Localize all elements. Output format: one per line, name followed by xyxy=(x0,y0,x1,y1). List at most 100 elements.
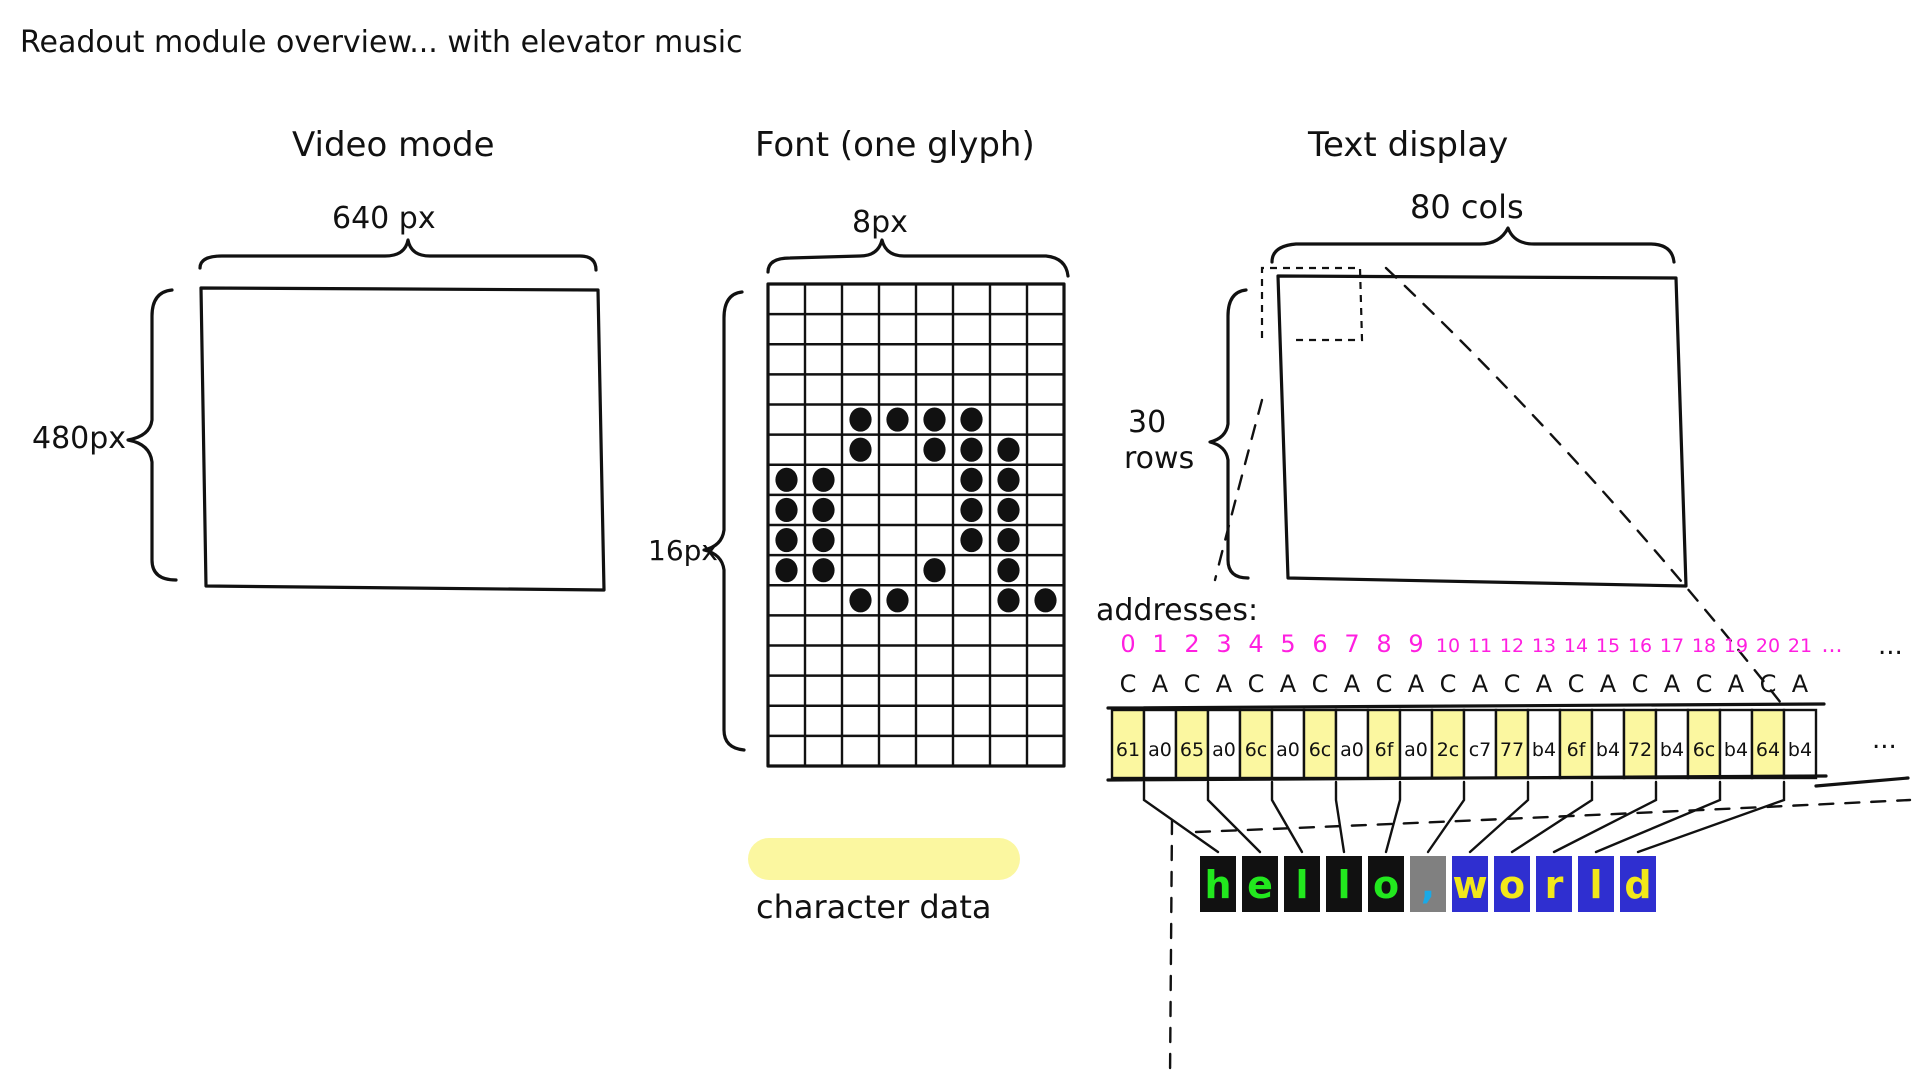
memory-cell-value: 6c xyxy=(1245,739,1268,761)
cell-type-letter: A xyxy=(1152,670,1169,698)
glyph-pixel xyxy=(923,407,946,432)
cell-connector xyxy=(1510,780,1594,854)
cell-type-letter: A xyxy=(1664,670,1681,698)
projection-line-left xyxy=(1213,398,1264,582)
glyph-pixel xyxy=(960,497,983,522)
cell-connector xyxy=(1334,780,1346,854)
glyph-pixel xyxy=(1034,588,1057,613)
cell-connector xyxy=(1636,780,1786,854)
addresses-label: addresses: xyxy=(1096,593,1258,628)
rendered-char-cell xyxy=(1452,856,1488,912)
glyph-pixel xyxy=(775,558,798,583)
address-number: 6 xyxy=(1312,630,1327,658)
glyph-pixel xyxy=(812,467,835,492)
cell-type-letter: C xyxy=(1760,670,1777,698)
address-number: 7 xyxy=(1344,630,1359,658)
cell-type-letter: C xyxy=(1184,670,1201,698)
rendered-char-cell xyxy=(1494,856,1530,912)
memory-cell-value: a0 xyxy=(1404,739,1428,761)
rendered-char: l xyxy=(1295,863,1308,907)
text-cols-label: 80 cols xyxy=(1410,188,1524,226)
font-width-brace xyxy=(766,238,1070,278)
rendered-char-cell xyxy=(1410,856,1446,912)
font-height-label: 16px xyxy=(648,534,718,567)
address-number: 14 xyxy=(1564,635,1588,657)
video-mode-panel: Video mode 640 px 480px xyxy=(32,125,606,592)
memory-cell-value: 61 xyxy=(1116,739,1140,761)
video-mode-frame xyxy=(199,286,606,592)
char-cell-outline xyxy=(1260,266,1364,342)
glyph-pixel xyxy=(775,497,798,522)
memory-cell xyxy=(1302,708,1338,780)
glyph-pixel xyxy=(812,528,835,553)
rendered-char: o xyxy=(1373,863,1399,907)
glyph-pixel xyxy=(997,497,1020,522)
font-heading: Font (one glyph) xyxy=(755,125,1035,165)
memory-cell-value: a0 xyxy=(1212,739,1236,761)
cell-type-letter: A xyxy=(1408,670,1425,698)
memory-cell-value: a0 xyxy=(1148,739,1172,761)
glyph-pixel xyxy=(960,437,983,462)
rendered-char: l xyxy=(1589,863,1602,907)
page-title: Readout module overview... with elevator… xyxy=(20,25,743,60)
glyph-pixel xyxy=(886,588,909,613)
glyph-pixel xyxy=(775,528,798,553)
glyph-pixel xyxy=(849,407,872,432)
memory-cell-value: 65 xyxy=(1180,739,1204,761)
video-height-label: 480px xyxy=(32,421,126,456)
projection-line-right xyxy=(1384,266,1812,742)
address-number: 1 xyxy=(1152,630,1167,658)
address-number: 9 xyxy=(1408,630,1423,658)
memory-cell xyxy=(1750,708,1786,780)
rendered-char-cell xyxy=(1242,856,1278,912)
memory-cell-value: 77 xyxy=(1500,739,1524,761)
font-width-label: 8px xyxy=(852,205,908,240)
rendered-char: e xyxy=(1247,863,1273,907)
legend-label: character data xyxy=(756,888,991,926)
cell-type-letter: A xyxy=(1600,670,1617,698)
memory-cell xyxy=(1782,708,1818,780)
memory-cell-value: 6c xyxy=(1309,739,1332,761)
cell-type-letter: A xyxy=(1216,670,1233,698)
memory-cell-value: 6f xyxy=(1567,739,1587,761)
cell-type-letter: C xyxy=(1440,670,1457,698)
cell-type-letter: C xyxy=(1696,670,1713,698)
memory-cell-value: 6f xyxy=(1375,739,1395,761)
memory-cell-value: a0 xyxy=(1340,739,1364,761)
text-rows-word: rows xyxy=(1124,441,1194,476)
rendered-char: d xyxy=(1624,863,1651,907)
memory-cell-value: b4 xyxy=(1596,739,1620,761)
glyph-pixel xyxy=(960,467,983,492)
text-display-frame xyxy=(1276,274,1688,588)
font-panel: Font (one glyph) 8px 16px xyxy=(648,125,1070,768)
rendered-char-cell xyxy=(1326,856,1362,912)
memory-cell-value: 72 xyxy=(1628,739,1652,761)
cell-connector xyxy=(1594,780,1722,854)
glyph-pixel xyxy=(923,437,946,462)
glyph-pixel xyxy=(997,588,1020,613)
font-height-brace xyxy=(702,290,746,752)
legend: character data xyxy=(748,838,1020,926)
rendered-char: o xyxy=(1499,863,1525,907)
rendered-char: r xyxy=(1545,863,1564,907)
cell-connector xyxy=(1384,780,1402,854)
glyph-pixel xyxy=(997,558,1020,583)
cell-type-letter: C xyxy=(1376,670,1393,698)
cell-type-letter: A xyxy=(1792,670,1809,698)
cell-type-letter: A xyxy=(1472,670,1489,698)
glyph-pixel xyxy=(849,437,872,462)
cell-type-letter: A xyxy=(1728,670,1745,698)
memory-cell xyxy=(1590,708,1626,780)
memory-cell xyxy=(1430,708,1466,780)
memory-cell-value: 64 xyxy=(1756,739,1780,761)
rendered-char: , xyxy=(1421,863,1435,907)
cell-connector xyxy=(1468,780,1530,854)
memory-cell xyxy=(1174,708,1210,780)
cell-type-letter: C xyxy=(1504,670,1521,698)
rendered-char-cell xyxy=(1578,856,1614,912)
